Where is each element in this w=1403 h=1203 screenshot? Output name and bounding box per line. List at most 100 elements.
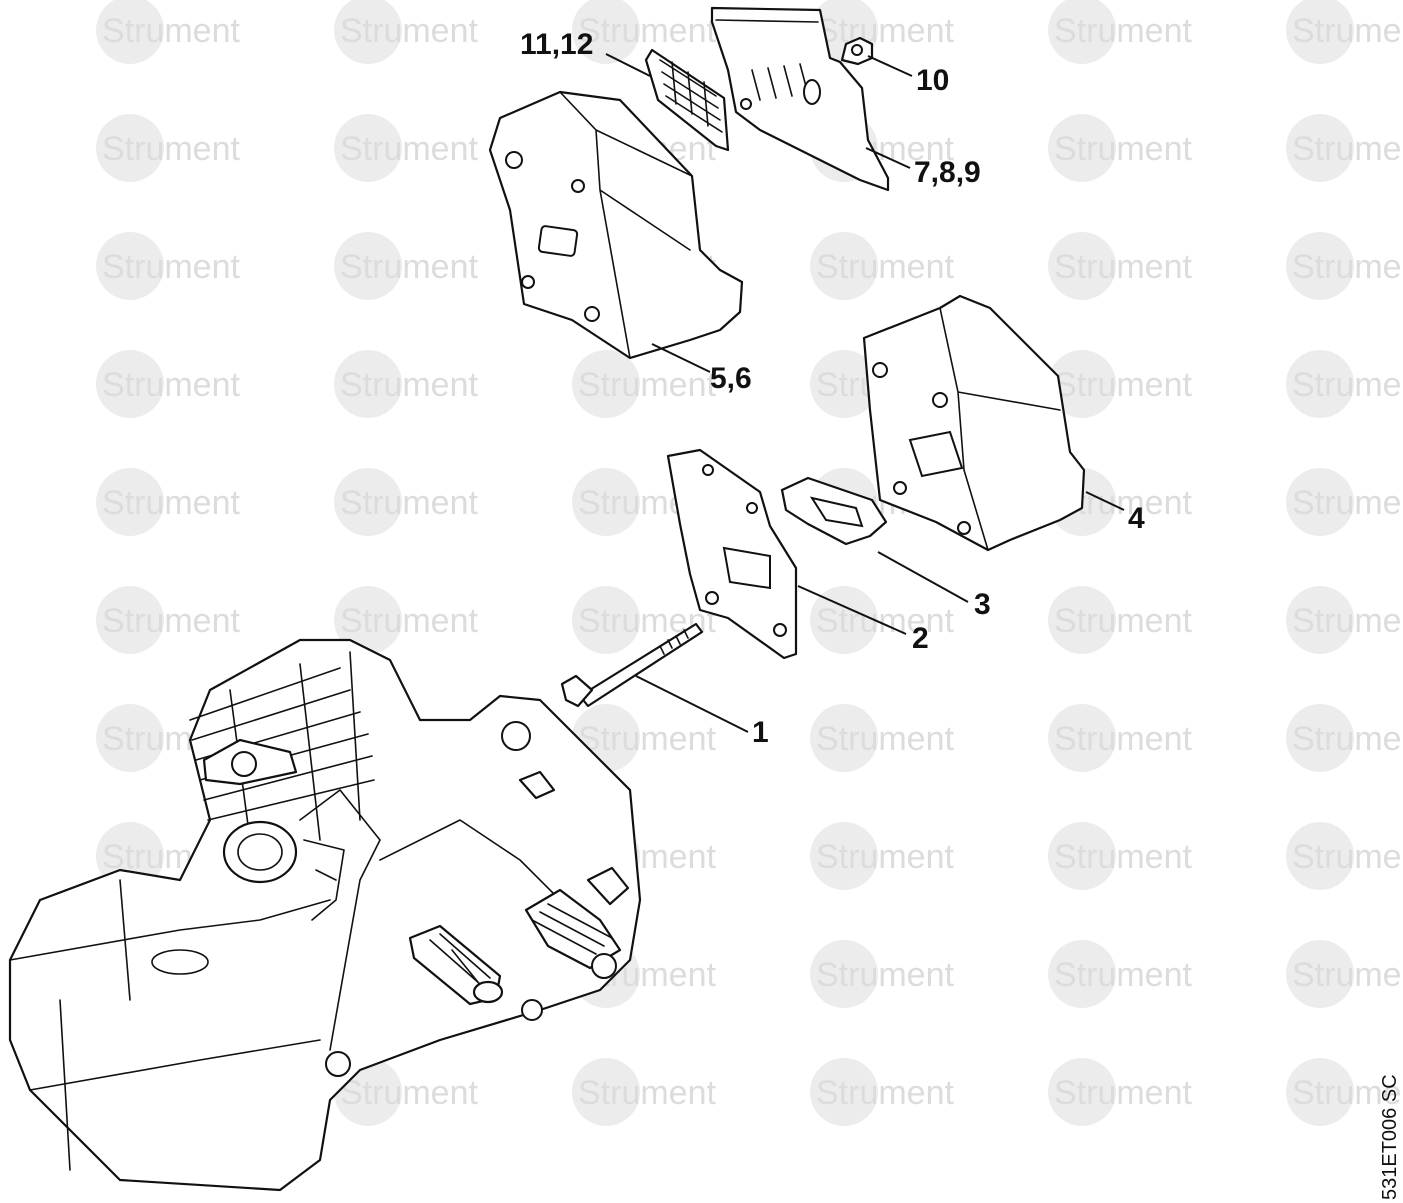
watermark-logo: Strument xyxy=(96,350,240,418)
bolt-part xyxy=(560,622,704,708)
leader-10 xyxy=(867,55,913,77)
watermark-logo: Strument xyxy=(572,350,716,418)
svg-text:Strument: Strument xyxy=(816,12,954,50)
svg-text:Strument: Strument xyxy=(816,602,954,640)
watermark-logo: Strument xyxy=(810,1058,954,1126)
svg-text:Strument: Strument xyxy=(1292,956,1403,994)
watermark-logo: Strument xyxy=(572,586,716,654)
watermark-logo: Strument xyxy=(1048,586,1192,654)
callout-1: 1 xyxy=(752,716,769,749)
callout-2: 2 xyxy=(912,622,929,655)
svg-text:Strument: Strument xyxy=(1292,838,1403,876)
callout-labels: 1 2 3 4 5,6 7,8,9 10 11,12 xyxy=(520,28,1145,749)
svg-text:Strument: Strument xyxy=(340,602,478,640)
watermark-logo: Strument xyxy=(1286,704,1403,772)
svg-text:Strument: Strument xyxy=(1054,130,1192,168)
callout-11-12: 11,12 xyxy=(520,28,593,61)
svg-text:Strument: Strument xyxy=(1292,130,1403,168)
svg-text:Strument: Strument xyxy=(1054,838,1192,876)
watermark-logo: Strument xyxy=(1048,232,1192,300)
svg-text:Strument: Strument xyxy=(816,838,954,876)
nut-part xyxy=(840,36,874,66)
svg-text:Strument: Strument xyxy=(1054,602,1192,640)
svg-text:Strument: Strument xyxy=(1292,248,1403,286)
svg-text:Strument: Strument xyxy=(340,1074,478,1112)
svg-text:Strument: Strument xyxy=(816,248,954,286)
svg-text:Strument: Strument xyxy=(816,720,954,758)
watermark-logo: Strument xyxy=(1048,822,1192,890)
muffler-lower-part xyxy=(862,294,1086,552)
leader-lines xyxy=(605,53,1125,733)
watermark-logo: Strument xyxy=(1286,940,1403,1008)
svg-text:Strument: Strument xyxy=(340,130,478,168)
leader-56 xyxy=(651,343,711,373)
svg-text:Strument: Strument xyxy=(1054,1074,1192,1112)
svg-text:Strument: Strument xyxy=(578,720,716,758)
watermark-logo: Strument xyxy=(810,586,954,654)
muffler-gasket-part xyxy=(780,476,888,546)
watermark-logo: Strument xyxy=(810,704,954,772)
svg-text:Strument: Strument xyxy=(102,130,240,168)
svg-text:Strument: Strument xyxy=(340,366,478,404)
svg-text:Strument: Strument xyxy=(578,1074,716,1112)
watermark-logo: Strument xyxy=(810,940,954,1008)
leader-2 xyxy=(797,585,907,635)
watermark-logo: Strument xyxy=(1286,468,1403,536)
watermark-logo: Strument xyxy=(334,0,478,64)
gasket-plate-part xyxy=(666,448,798,660)
svg-text:Strument: Strument xyxy=(1292,366,1403,404)
spark-arrestor-screen-part xyxy=(644,48,730,152)
svg-text:Strument: Strument xyxy=(102,484,240,522)
svg-text:Strument: Strument xyxy=(1054,12,1192,50)
watermark-logo: Strument xyxy=(96,232,240,300)
leader-3 xyxy=(877,551,969,603)
svg-text:Strument: Strument xyxy=(1292,12,1403,50)
watermark-logo: Strument xyxy=(1286,1058,1403,1126)
svg-text:Strument: Strument xyxy=(816,956,954,994)
engine-crankcase-assembly xyxy=(8,638,642,1192)
svg-text:Strument: Strument xyxy=(1292,720,1403,758)
svg-text:Strument: Strument xyxy=(1054,248,1192,286)
svg-text:Strument: Strument xyxy=(340,484,478,522)
svg-text:Strument: Strument xyxy=(1054,720,1192,758)
leader-4 xyxy=(1085,491,1125,511)
watermark-logo: Strument xyxy=(572,1058,716,1126)
watermark-logo: Strument xyxy=(1048,114,1192,182)
watermark-logo: Strument xyxy=(334,586,478,654)
svg-text:Strument: Strument xyxy=(102,248,240,286)
muffler-upper-part xyxy=(488,90,744,360)
watermark-logo: Strument xyxy=(96,114,240,182)
callout-7-8-9: 7,8,9 xyxy=(914,156,981,189)
callout-4: 4 xyxy=(1128,502,1145,535)
callout-10: 10 xyxy=(916,64,949,97)
watermark-logo: Strument xyxy=(1286,822,1403,890)
watermark-logo: Strument xyxy=(810,822,954,890)
leader-789 xyxy=(865,147,911,169)
svg-text:Strument: Strument xyxy=(340,248,478,286)
watermark-logo: Strument xyxy=(334,114,478,182)
leader-1112 xyxy=(605,53,651,77)
watermark-logo: Strument xyxy=(1286,114,1403,182)
svg-text:Strument: Strument xyxy=(578,12,716,50)
svg-text:Strument: Strument xyxy=(578,366,716,404)
svg-text:Strument: Strument xyxy=(102,602,240,640)
svg-text:Strument: Strument xyxy=(1292,602,1403,640)
watermark-logo: Strument xyxy=(334,232,478,300)
watermark-logo: Strument xyxy=(1048,0,1192,64)
svg-text:Strument: Strument xyxy=(1292,1074,1403,1112)
heat-shield-part xyxy=(710,6,890,192)
watermark-logo: Strument xyxy=(1286,350,1403,418)
svg-text:Strument: Strument xyxy=(1054,956,1192,994)
watermark-logo: Strument xyxy=(1048,1058,1192,1126)
watermark-logo: Strument xyxy=(572,0,716,64)
svg-text:Strument: Strument xyxy=(102,12,240,50)
watermark-logo: Strument xyxy=(334,468,478,536)
svg-text:Strument: Strument xyxy=(816,1074,954,1112)
watermark-logo: Strument xyxy=(334,350,478,418)
watermark-logo: Strument xyxy=(810,0,954,64)
watermark-logo: Strument xyxy=(1286,232,1403,300)
callout-5-6: 5,6 xyxy=(710,362,752,395)
watermark-logo: Strument xyxy=(1048,940,1192,1008)
svg-text:Strument: Strument xyxy=(1054,366,1192,404)
svg-text:Strument: Strument xyxy=(1292,484,1403,522)
